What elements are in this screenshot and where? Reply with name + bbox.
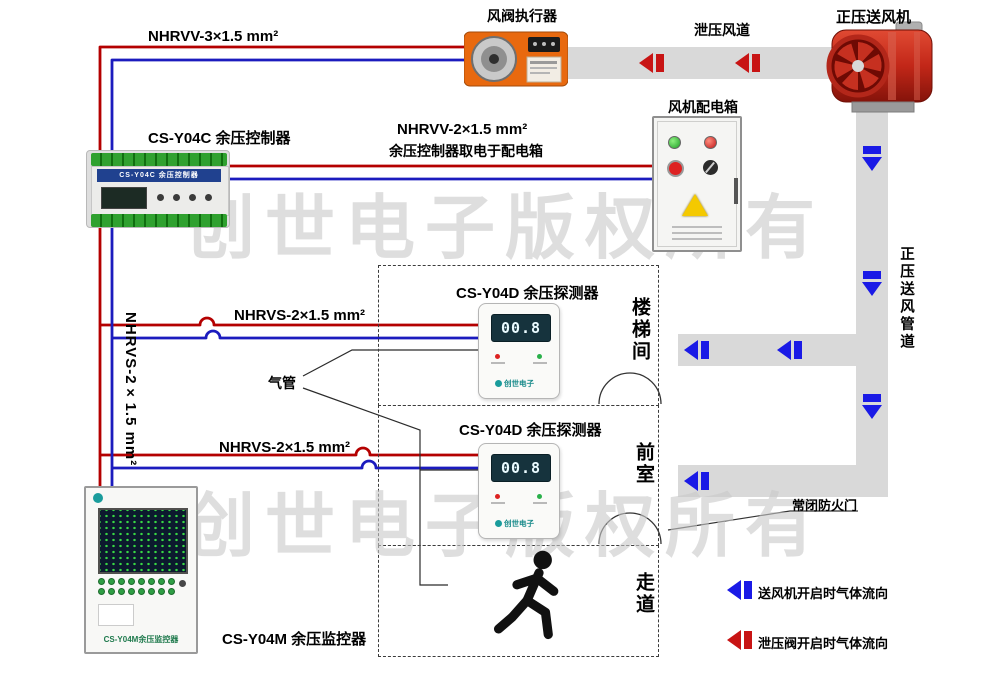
red-wires bbox=[98, 45, 656, 488]
supply-fan-graphic bbox=[826, 21, 933, 113]
legend-relief-arrow-icon bbox=[727, 630, 752, 650]
brand-logo-icon bbox=[93, 493, 103, 503]
pressure-detector-device: 00.8 创世电子 bbox=[478, 303, 560, 399]
door-handle bbox=[734, 178, 738, 204]
damper-actuator-device bbox=[463, 28, 569, 90]
fire-door-symbol bbox=[598, 372, 662, 545]
legend-supply-label: 送风机开启时气体流向 bbox=[758, 586, 889, 601]
pressure-detector-device: 00.8 创世电子 bbox=[478, 443, 560, 539]
blue-wires bbox=[110, 58, 656, 488]
controller-device: CS-Y04C 余压控制器 bbox=[86, 150, 230, 228]
brand-logo-icon bbox=[495, 380, 502, 387]
distribution-box-device bbox=[652, 116, 742, 252]
brand-label: 创世电子 bbox=[504, 519, 534, 528]
detector-display: 00.8 bbox=[491, 314, 551, 342]
terminal-strip bbox=[91, 153, 227, 166]
red-indicator-light bbox=[704, 136, 717, 149]
terminal-strip bbox=[91, 214, 227, 227]
legend-supply-arrow-icon bbox=[727, 580, 752, 600]
brand-logo-icon bbox=[495, 520, 502, 527]
indicator-caption bbox=[533, 502, 547, 504]
controller-button bbox=[173, 194, 180, 201]
cable-power-label-line2: 余压控制器取电于配电箱 bbox=[389, 143, 543, 159]
zone-box-corridor bbox=[378, 545, 659, 657]
room-label-corridor: 走道 bbox=[633, 572, 654, 616]
keyhole bbox=[179, 580, 186, 587]
relief-duct-shape bbox=[560, 47, 866, 79]
actuator-label: 风阀执行器 bbox=[487, 8, 557, 24]
controller-lcd bbox=[101, 187, 147, 209]
controller-panel-label: CS-Y04C 余压控制器 bbox=[97, 169, 221, 182]
detector-display: 00.8 bbox=[491, 454, 551, 482]
room-label-stairwell: 楼梯间 bbox=[629, 297, 650, 363]
brand-label: 创世电子 bbox=[504, 379, 534, 388]
indicator-caption bbox=[491, 362, 505, 364]
distribution-box-label: 风机配电箱 bbox=[668, 99, 738, 115]
air-tube-lines bbox=[302, 349, 478, 586]
supply-fan-device bbox=[818, 20, 942, 118]
room-label-front-room: 前室 bbox=[633, 442, 654, 486]
controller-button bbox=[189, 194, 196, 201]
supply-flow-arrow-icon bbox=[684, 146, 882, 491]
running-person-icon bbox=[490, 548, 566, 640]
indicator-caption bbox=[491, 502, 505, 504]
alarm-indicator bbox=[495, 354, 500, 359]
green-indicator-light bbox=[668, 136, 681, 149]
relief-duct-label: 泄压风道 bbox=[694, 22, 750, 38]
speaker-panel bbox=[98, 604, 134, 626]
vent-slot bbox=[672, 238, 722, 240]
fan-label: 正压送风机 bbox=[836, 9, 912, 26]
detector-label: CS-Y04D 余压探测器 bbox=[459, 422, 602, 439]
detector-label: CS-Y04D 余压探测器 bbox=[456, 285, 599, 302]
cable-sensor-label: NHRVS-2×1.5 mm² bbox=[234, 307, 366, 324]
stop-push-button bbox=[667, 160, 684, 177]
controller-button bbox=[157, 194, 164, 201]
supply-duct-label: 正压送风管道 bbox=[898, 246, 914, 351]
fire-door-label: 常闭防火门 bbox=[792, 498, 858, 513]
relief-flow-arrow-icon bbox=[639, 53, 760, 73]
controller-button bbox=[205, 194, 212, 201]
pressure-monitor-device: CS-Y04M余压监控器 bbox=[84, 486, 198, 654]
vent-slot bbox=[672, 226, 722, 228]
cable-sensor-label-vertical: NHRVS-2×1.5 mm² bbox=[122, 312, 139, 467]
monitor-label: CS-Y04M 余压监控器 bbox=[222, 631, 367, 648]
vent-slot bbox=[672, 232, 722, 234]
indicator-caption bbox=[533, 362, 547, 364]
fire-door-leader-line bbox=[667, 510, 858, 531]
rotary-switch bbox=[703, 160, 718, 175]
legend-relief-label: 泄压阀开启时气体流向 bbox=[758, 636, 889, 651]
warning-triangle-icon bbox=[682, 194, 708, 216]
monitor-panel-label: CS-Y04M余压监控器 bbox=[103, 635, 179, 644]
monitor-keypad bbox=[98, 578, 175, 595]
air-tube-label: 气管 bbox=[268, 375, 296, 391]
alarm-indicator bbox=[495, 494, 500, 499]
damper-actuator-graphic bbox=[463, 31, 569, 87]
cable-power-label-line1: NHRVV-2×1.5 mm² bbox=[397, 121, 528, 138]
monitor-screen bbox=[98, 508, 188, 574]
cable-sensor-label: NHRVS-2×1.5 mm² bbox=[219, 439, 351, 456]
cable-label-actuator: NHRVV-3×1.5 mm² bbox=[148, 28, 279, 45]
normal-indicator bbox=[537, 354, 542, 359]
controller-label: CS-Y04C 余压控制器 bbox=[148, 130, 291, 147]
supply-duct-frontroom-shape bbox=[678, 465, 888, 497]
normal-indicator bbox=[537, 494, 542, 499]
